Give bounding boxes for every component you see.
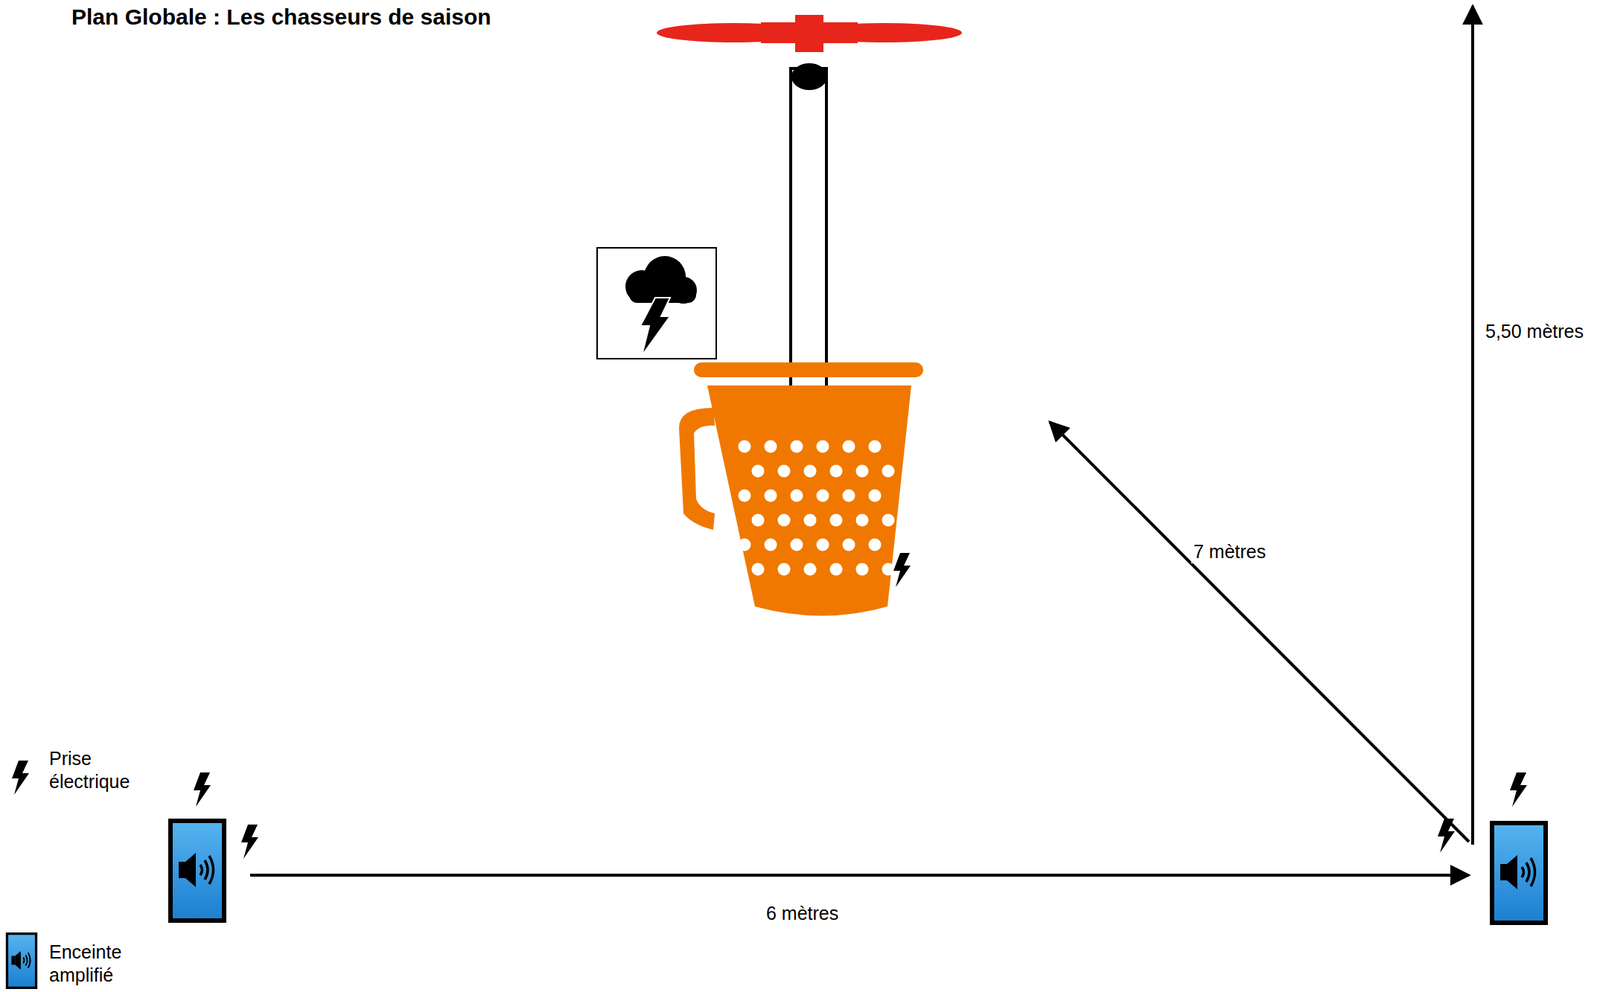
basket-hole bbox=[842, 539, 856, 552]
basket-hole bbox=[751, 563, 765, 577]
dimension-arrow bbox=[1471, 5, 1475, 846]
basket-hole bbox=[856, 465, 869, 478]
dimension-label: 6 mètres bbox=[763, 902, 841, 926]
basket-hole bbox=[764, 489, 778, 503]
basket-hole bbox=[882, 465, 895, 478]
basket-hole bbox=[856, 563, 869, 577]
basket-hole bbox=[856, 514, 869, 528]
speaker bbox=[1492, 823, 1546, 924]
basket-hole bbox=[751, 465, 765, 478]
basket-hole bbox=[804, 563, 817, 577]
basket-hole bbox=[830, 465, 843, 478]
basket-hole bbox=[764, 539, 778, 552]
outlet bbox=[241, 824, 259, 860]
legend-text: Enceinte amplifié bbox=[49, 941, 146, 988]
outlet bbox=[193, 772, 211, 808]
basket bbox=[679, 362, 924, 617]
dimension-arrow bbox=[1049, 422, 1469, 843]
basket-hole bbox=[790, 440, 804, 454]
basket-hole bbox=[830, 514, 843, 528]
basket-hole bbox=[830, 563, 843, 577]
basket-hole bbox=[868, 440, 882, 454]
outlet bbox=[1509, 772, 1528, 808]
speaker bbox=[170, 821, 225, 921]
basket-hole bbox=[804, 514, 817, 528]
basket-hole bbox=[882, 563, 895, 577]
basket-hole bbox=[868, 489, 882, 503]
basket-hole bbox=[882, 514, 895, 528]
legend-text: Prise électrique bbox=[49, 747, 146, 795]
basket-hole bbox=[778, 514, 791, 528]
basket-hole bbox=[842, 440, 856, 454]
basket-hole bbox=[778, 465, 791, 478]
title: Plan Globale : Les chasseurs de saison bbox=[71, 2, 492, 32]
basket-hole bbox=[790, 489, 804, 503]
basket-hole bbox=[738, 440, 752, 454]
dimension-arrow bbox=[250, 874, 1469, 878]
storm-icon bbox=[597, 247, 717, 359]
legend-outlet-icon bbox=[11, 760, 30, 796]
basket-hole bbox=[738, 489, 752, 503]
basket-hole bbox=[816, 489, 830, 503]
basket-hole bbox=[764, 440, 778, 454]
dimension-label: 5,50 mètres bbox=[1483, 320, 1586, 344]
basket-hole bbox=[751, 514, 765, 528]
basket-hole bbox=[738, 539, 752, 552]
legend-speaker-icon bbox=[6, 934, 36, 989]
basket-hole bbox=[804, 465, 817, 478]
dimension-label: 7 mètres bbox=[1191, 540, 1268, 564]
basket-hole bbox=[816, 539, 830, 552]
basket-hole bbox=[842, 489, 856, 503]
basket-hole bbox=[778, 563, 791, 577]
basket-hole bbox=[790, 539, 804, 552]
basket-hole bbox=[868, 539, 882, 552]
basket-hole bbox=[816, 440, 830, 454]
